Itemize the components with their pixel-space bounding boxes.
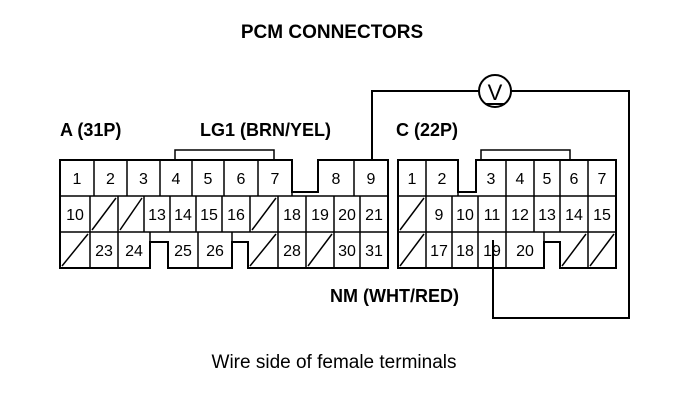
empty-cavity — [91, 197, 117, 231]
pin-label: 9 — [367, 171, 376, 188]
pin-label: 18 — [283, 207, 301, 224]
pin-label: 1 — [73, 171, 82, 188]
pin-label: 4 — [516, 171, 525, 188]
probe-wire-positive — [371, 90, 479, 160]
pin-label: 10 — [456, 207, 474, 224]
lg1-bracket — [174, 149, 275, 160]
pin-label: 16 — [227, 207, 245, 224]
pin-label: 15 — [200, 207, 218, 224]
pin-label: 5 — [543, 171, 552, 188]
pin-label: 25 — [174, 243, 192, 260]
pin-label: 17 — [430, 243, 448, 260]
empty-cavity — [307, 233, 333, 267]
pin-label: 20 — [516, 243, 534, 260]
connector-a-label: A (31P) — [60, 120, 121, 140]
pin-label: 31 — [365, 243, 383, 260]
caption: Wire side of female terminals — [212, 352, 457, 373]
pin-label: 28 — [283, 243, 301, 260]
connector-c-label: C (22P) — [396, 120, 458, 140]
c-bracket — [480, 149, 571, 160]
empty-cavity — [119, 197, 143, 231]
empty-cavity — [561, 233, 587, 267]
pin-label: 5 — [204, 171, 213, 188]
pin-label: 14 — [565, 207, 583, 224]
pin-label: 7 — [598, 171, 607, 188]
pin-label: 1 — [408, 171, 417, 188]
pin-label: 23 — [95, 243, 113, 260]
pin-label: 20 — [338, 207, 356, 224]
pin-label: 11 — [484, 207, 501, 224]
pin-label: 24 — [125, 243, 143, 260]
pin-label: 6 — [237, 171, 246, 188]
page-title: PCM CONNECTORS — [241, 22, 423, 43]
empty-cavity — [61, 233, 89, 267]
pin-label: 13 — [538, 207, 556, 224]
pin-label: 14 — [174, 207, 192, 224]
empty-cavity — [589, 233, 615, 267]
pin-label: 2 — [438, 171, 447, 188]
voltmeter-icon: V — [478, 74, 512, 108]
pin-label: 2 — [106, 171, 115, 188]
pin-label: 4 — [172, 171, 181, 188]
pin-label: 30 — [338, 243, 356, 260]
empty-cavity — [249, 233, 277, 267]
pin-label: 21 — [365, 207, 383, 224]
probe-wire-negative — [492, 90, 630, 319]
pin-label: 6 — [570, 171, 579, 188]
pin-label: 8 — [332, 171, 341, 188]
pin-label: 19 — [483, 243, 501, 260]
pin-label: 3 — [139, 171, 148, 188]
empty-cavity — [251, 197, 277, 231]
connector-a-wire-label: LG1 (BRN/YEL) — [200, 120, 331, 140]
pin-label: 12 — [511, 207, 529, 224]
svg-text:V: V — [488, 80, 503, 105]
pin-label: 3 — [487, 171, 496, 188]
pin-label: 7 — [271, 171, 280, 188]
pin-label: 13 — [148, 207, 166, 224]
pin-label: 10 — [66, 207, 84, 224]
pin-label: 9 — [435, 207, 444, 224]
empty-cavity — [399, 197, 425, 231]
empty-cavity — [399, 233, 425, 267]
connector-c-wire-label: NM (WHT/RED) — [330, 286, 459, 306]
pin-label: 15 — [593, 207, 611, 224]
pin-label: 26 — [206, 243, 224, 260]
pin-label: 19 — [311, 207, 329, 224]
pin-label: 18 — [456, 243, 474, 260]
